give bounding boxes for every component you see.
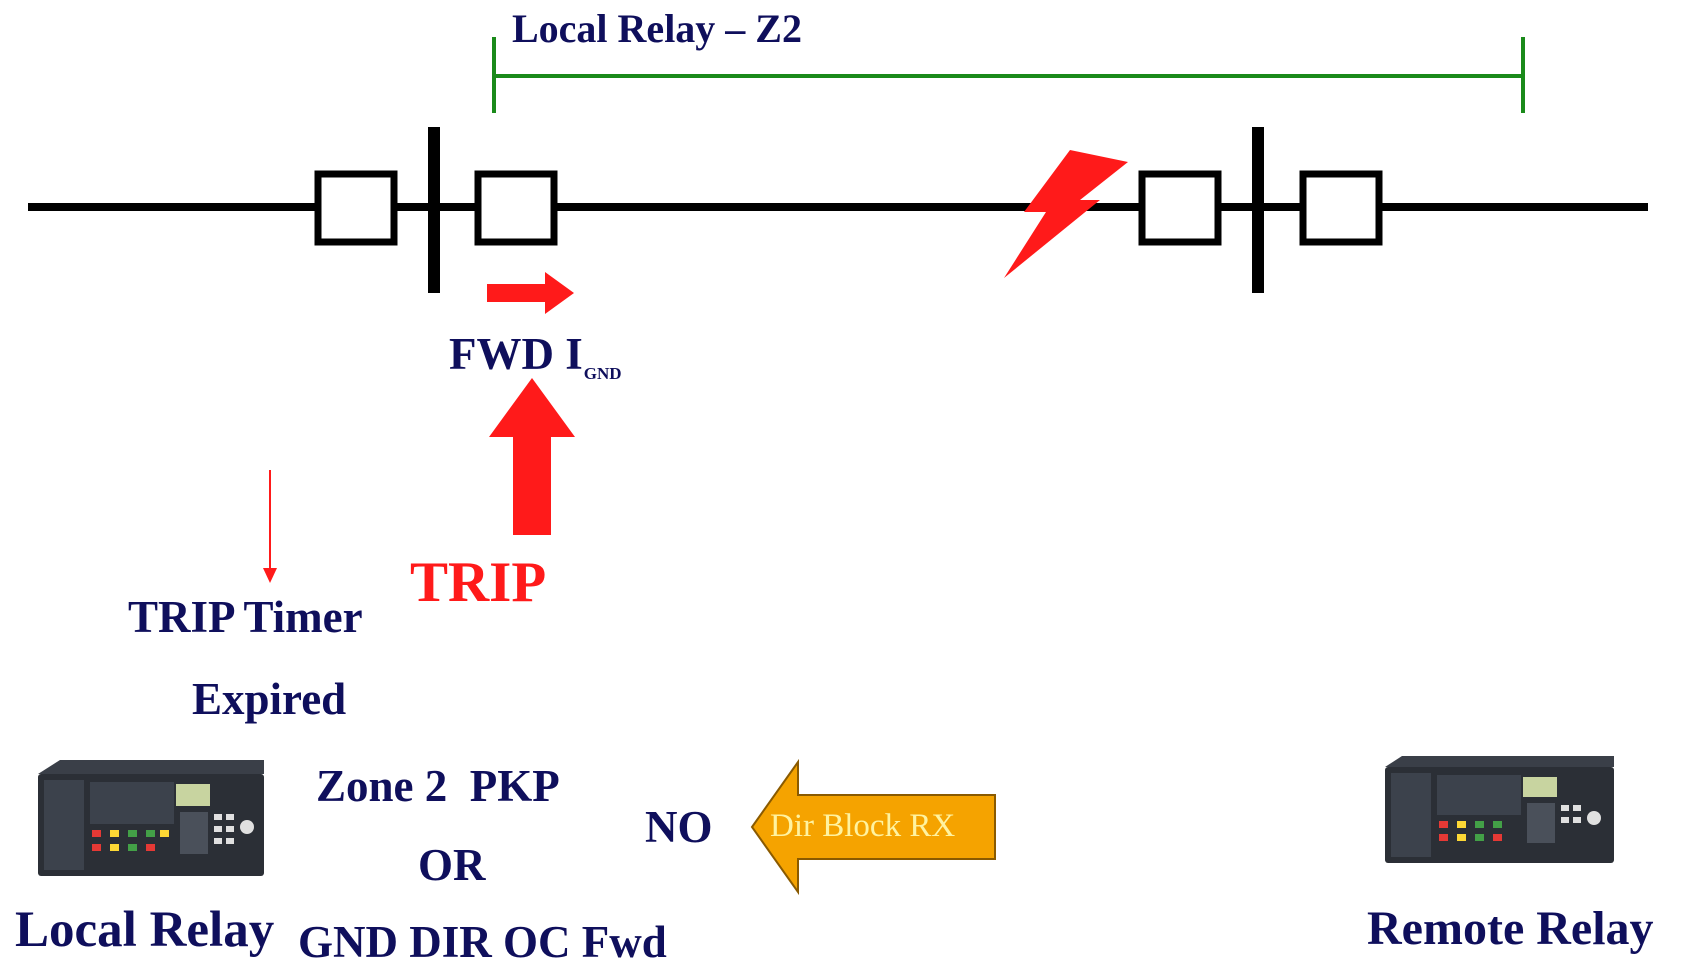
local-relay-device-icon (38, 760, 264, 876)
trip-timer-label: TRIP Timer (128, 592, 363, 642)
remote-relay-device-icon (1385, 756, 1614, 863)
zone2-label: Local Relay – Z2 (512, 6, 802, 51)
gnd-dir-oc-fwd-label: GND DIR OC Fwd (298, 917, 667, 967)
remote-relay-label: Remote Relay (1367, 902, 1654, 955)
local-relay-label: Local Relay (15, 902, 275, 958)
forward-arrow-icon (487, 272, 574, 314)
breaker-local-right (474, 170, 558, 246)
breaker-remote-left (1138, 170, 1222, 246)
fwd-ignd-label: FWD IGND (449, 329, 622, 383)
breaker-remote-right (1299, 170, 1383, 246)
or-label: OR (418, 840, 486, 890)
dir-block-rx-label: Dir Block RX (770, 808, 956, 844)
no-label: NO (645, 802, 713, 852)
zone2-pkp-label: Zone 2 PKP (316, 761, 560, 811)
timer-down-arrow-icon (263, 470, 277, 583)
fault-lightning-icon (1004, 150, 1128, 278)
trip-up-arrow-icon (489, 378, 575, 535)
timer-expired-label: Expired (192, 674, 347, 724)
fwd-ignd-main: FWD I (449, 329, 583, 379)
dir-block-arrow-icon (750, 758, 996, 896)
fwd-ignd-subscript: GND (583, 364, 622, 383)
trip-label: TRIP (410, 551, 547, 614)
breaker-local-left (314, 170, 398, 246)
zone2-bracket (492, 37, 1525, 113)
